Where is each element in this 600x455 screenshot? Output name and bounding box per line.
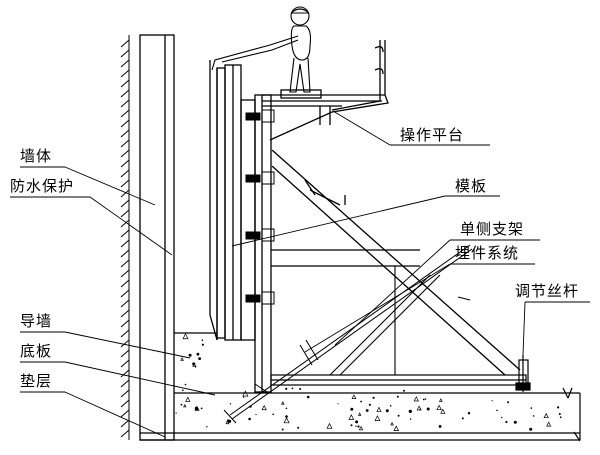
diagonal-strut (271, 149, 521, 376)
embedded-rod (223, 244, 473, 424)
formwork-panel (209, 60, 242, 341)
waler-bolts (245, 109, 275, 305)
label-wall-body: 墙体 (20, 147, 53, 165)
operating-platform (262, 40, 389, 141)
label-base-plate: 底板 (20, 342, 53, 360)
concrete-speckles (175, 333, 562, 431)
adjust-screw-part (515, 355, 531, 392)
label-waterproof-protection: 防水保护 (10, 177, 75, 195)
bracket-column (240, 94, 272, 393)
label-adjust-screw: 调节丝杆 (515, 282, 580, 300)
label-embedded-system: 埋件系统 (455, 244, 520, 262)
soil-hatching (120, 35, 130, 440)
floor-slab (140, 332, 581, 442)
worker-figure (211, 6, 312, 93)
label-single-bracket: 单侧支架 (460, 220, 525, 238)
leader-lines (10, 110, 590, 438)
label-formwork: 模板 (455, 177, 488, 195)
label-cushion-layer: 垫层 (20, 372, 53, 390)
label-guide-wall: 导墙 (20, 312, 53, 330)
label-operating-platform: 操作平台 (400, 126, 465, 144)
cross-braces (329, 266, 441, 376)
bracket-beams (270, 249, 527, 386)
